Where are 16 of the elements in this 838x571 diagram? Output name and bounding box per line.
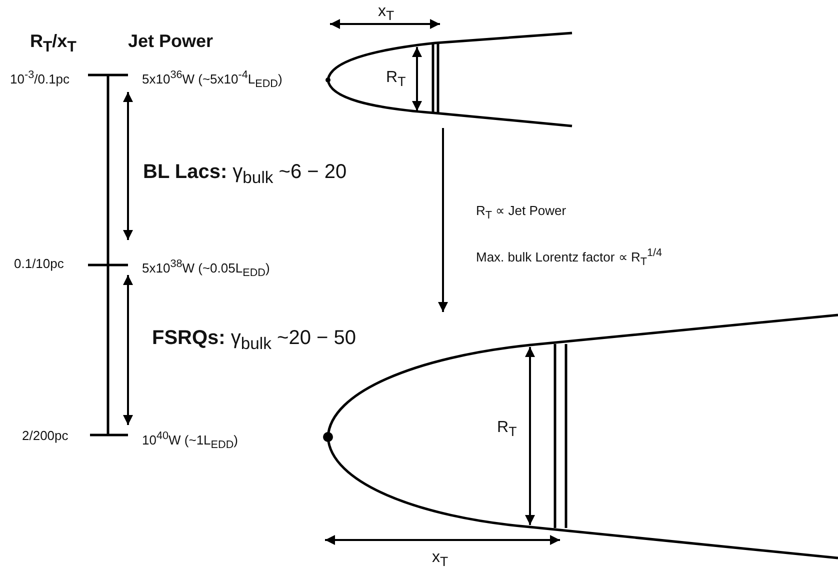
dimension-label: x$_{T}$ bbox=[432, 548, 448, 571]
power-label: 5x10$^{38}$W (~0.05L$_{EDD}$) bbox=[142, 257, 270, 281]
scale-label: 2/200pc bbox=[22, 428, 68, 444]
power-label: 10$^{40}$W (~1L$_{EDD}$) bbox=[142, 429, 238, 453]
arrow bbox=[438, 128, 448, 312]
note-text: R$_{T}$ ∝ Jet Power bbox=[476, 203, 566, 224]
dimension-label: R$_{T}$ bbox=[497, 418, 517, 442]
dimension-label: x$_{T}$ bbox=[378, 2, 394, 26]
power-label: 5x10$^{36}$W (~5x10$^{-4}$L$_{EDD}$) bbox=[142, 68, 282, 92]
scale-label: 10$^{-3}$/0.1pc bbox=[10, 68, 70, 88]
axis-title: R$_{T}$/x$_{T}$ bbox=[30, 30, 76, 58]
scale-label: 0.1/10pc bbox=[14, 256, 64, 272]
dimension-label: R$_{T}$ bbox=[386, 68, 406, 92]
column-title: Jet Power bbox=[128, 30, 214, 52]
class-label: FSRQs: γ$_{bulk}$ ~20 − 50 bbox=[152, 326, 356, 355]
class-label: BL Lacs: γ$_{bulk}$ ~6 − 20 bbox=[143, 160, 347, 189]
